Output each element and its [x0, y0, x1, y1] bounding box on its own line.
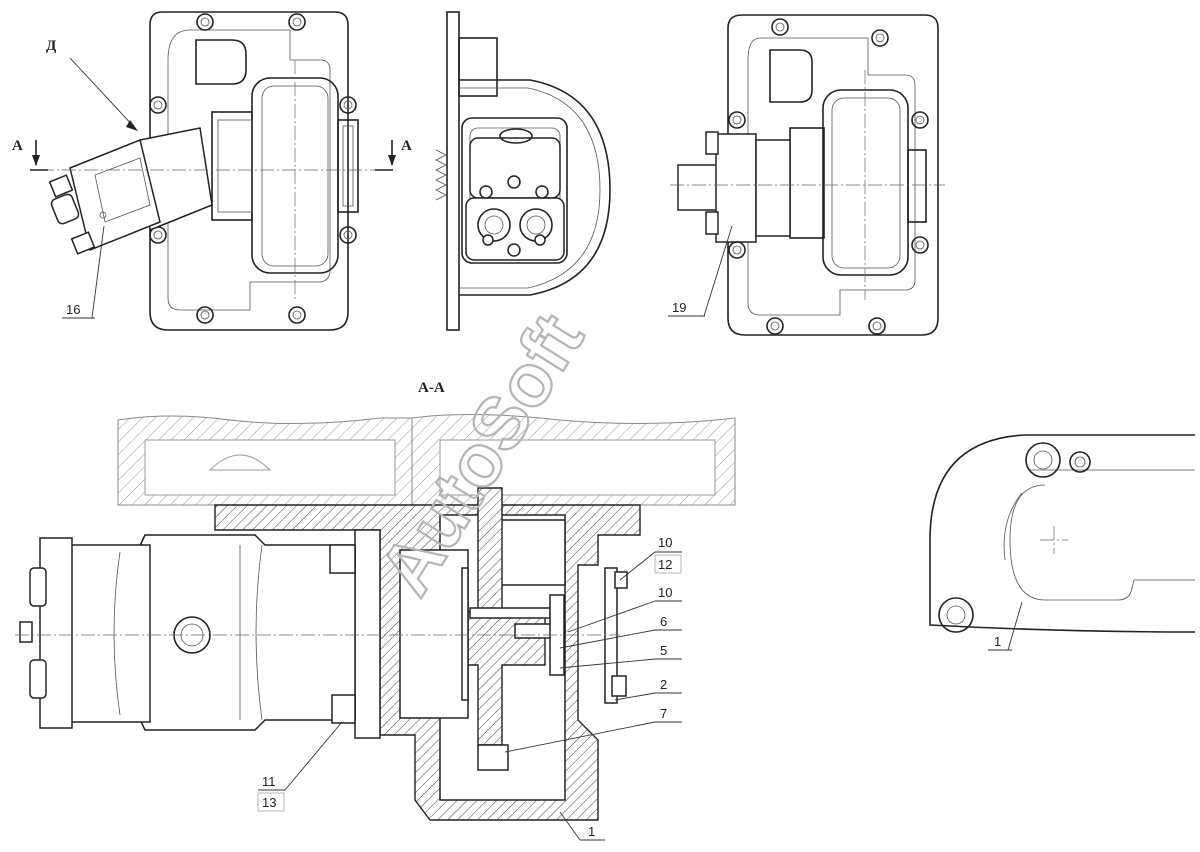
side-view — [435, 11, 611, 331]
callout-2: 2 — [660, 677, 667, 692]
callout-13: 13 — [262, 795, 276, 810]
section-a-a: A-A — [15, 380, 736, 841]
hydraulic-motor-section — [19, 534, 356, 731]
callout-6: 6 — [660, 614, 667, 629]
callout-16: 16 — [66, 302, 80, 317]
callout-19: 19 — [672, 300, 686, 315]
section-mark-right: А — [401, 138, 412, 154]
callout-12: 12 — [658, 557, 672, 572]
section-mark-left: А — [12, 138, 23, 154]
callout-10-top: 10 — [658, 535, 672, 550]
bolt-holes-v1 — [149, 13, 357, 324]
front-view-left: А А Д 16 — [12, 11, 412, 331]
callout-10-mid: 10 — [658, 585, 672, 600]
callout-1-detail: 1 — [994, 634, 1001, 649]
bolt-holes-v3 — [728, 18, 929, 335]
hydraulic-motor-v1 — [48, 127, 213, 255]
front-view-right: 19 — [668, 14, 945, 336]
section-title: A-A — [418, 380, 445, 396]
callout-7: 7 — [660, 706, 667, 721]
view-label-d: Д — [46, 38, 57, 54]
callout-5: 5 — [660, 643, 667, 658]
callout-1-section: 1 — [588, 824, 595, 839]
detail-view-d: 1 — [929, 434, 1196, 651]
callout-11: 11 — [262, 774, 276, 789]
nut-heads-v2 — [479, 175, 549, 257]
